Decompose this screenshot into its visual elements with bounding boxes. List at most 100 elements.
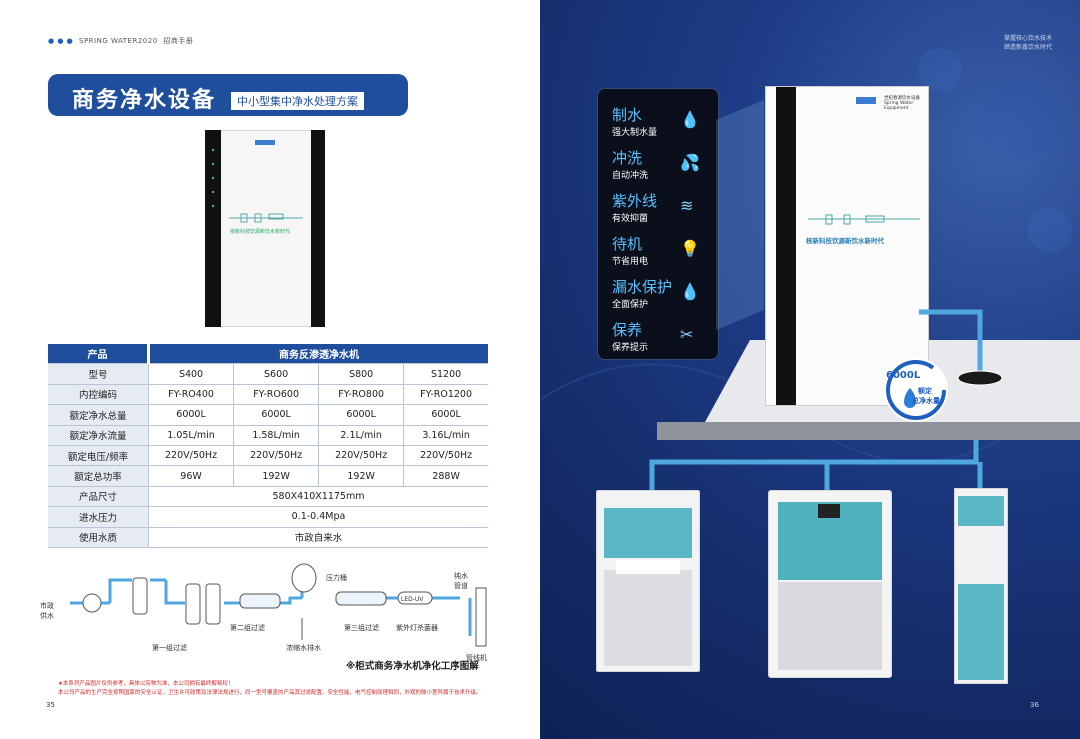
machine-panel-text: 核新科技饮源新饮水新时代	[806, 237, 884, 245]
row-label: 进水压力	[48, 506, 149, 528]
unit-control-strip	[776, 87, 796, 405]
page-subtitle: 中小型集中净水处理方案	[230, 91, 365, 111]
row-value: 2.1L/min	[318, 425, 404, 446]
row-value: 96W	[147, 465, 234, 487]
row-label: 使用水质	[48, 527, 149, 548]
unit-panel-text: 核新科技饮源新饮水新时代	[230, 229, 291, 235]
head-model-group: 商务反渗透净水机	[148, 344, 488, 365]
flow-inlet-label-2: 供水	[40, 611, 54, 620]
dispenser-1-image	[596, 490, 700, 672]
row-label: 额定净水流量	[48, 425, 149, 446]
flow-line-label: 管线机	[466, 653, 487, 662]
row-label: 额定净水总量	[48, 404, 149, 426]
dispenser-2-image	[768, 490, 892, 678]
refresh-ring-icon	[886, 360, 946, 420]
row-value: 192W	[318, 465, 404, 487]
counter-edge	[657, 422, 1080, 440]
row-label: 额定电压/频率	[48, 445, 149, 467]
feature-desc: 全面保护	[612, 300, 649, 310]
feature-item: 紫外线有效抑菌	[612, 190, 657, 224]
left-page: ● ● ● SPRING WATER2020 招商手册 商务净水设备 中小型集中…	[40, 36, 488, 709]
bubble-background	[540, 48, 1080, 463]
feature-item: 制水强大制水量	[612, 104, 657, 138]
flow-drain-label: 浓缩水排水	[286, 643, 321, 652]
row-value: 220V/50Hz	[403, 445, 488, 467]
row-value: 6000L	[403, 404, 488, 426]
row-value: 288W	[403, 465, 488, 487]
row-value: FY-RO600	[233, 384, 319, 406]
row-label: 型号	[48, 363, 149, 385]
row-value: 220V/50Hz	[147, 445, 234, 467]
table-head: 产品 商务反渗透净水机	[48, 344, 488, 365]
row-value: S1200	[403, 363, 488, 385]
feature-title: 保养	[612, 321, 643, 339]
flow-pure-label: 纯水	[454, 571, 468, 580]
brand-logo	[856, 97, 876, 104]
rinse-icon: 💦	[680, 153, 700, 172]
feature-panel	[597, 88, 719, 360]
bulb-icon: 💡	[680, 239, 700, 258]
flow-tank-label: 压力桶	[326, 573, 347, 582]
feature-item: 漏水保护全面保护	[612, 276, 672, 310]
capacity-badge: 6000L 额定 总净水量	[884, 358, 948, 422]
feature-title: 紫外线	[612, 192, 658, 210]
page-number-left: 35	[46, 701, 55, 709]
dispenser-3-image	[954, 488, 1008, 684]
feature-desc: 保养提示	[612, 343, 649, 353]
row-value: 580X410X1175mm	[148, 486, 488, 508]
feature-item: 冲洗自动冲洗	[612, 147, 648, 181]
flow-pure-label-2: 管道	[454, 581, 468, 590]
badge-value: 6000L	[886, 370, 921, 381]
flow-stage1-label: 第一组过滤	[152, 643, 187, 652]
tools-icon: ✂	[680, 325, 694, 344]
row-label: 产品尺寸	[48, 486, 149, 508]
drop-dots-icon: ● ● ●	[48, 37, 74, 45]
row-value: 220V/50Hz	[318, 445, 404, 467]
commercial-unit-image	[205, 130, 325, 327]
row-value: 220V/50Hz	[233, 445, 319, 467]
row-value: FY-RO400	[147, 384, 234, 406]
leak-icon: 💧	[680, 282, 700, 301]
row-value: 6000L	[233, 404, 319, 426]
flow-uv-label: 紫外灯杀菌器	[396, 623, 438, 632]
page-title: 商务净水设备	[72, 88, 217, 113]
uv-lamp-icon: ≋	[680, 196, 694, 215]
flow-inlet-label: 市政	[40, 601, 54, 610]
row-label: 额定总功率	[48, 465, 149, 487]
feature-item: 待机节省用电	[612, 233, 648, 267]
feature-desc: 节省用电	[612, 257, 649, 267]
page-number-right: 36	[1030, 701, 1039, 709]
row-value: 1.58L/min	[233, 425, 319, 446]
row-value: 市政自来水	[148, 527, 488, 548]
purification-flow-diagram: 市政 供水 第一组过滤 压力桶 第二组过滤 浓缩水排水 第三组过滤 LED-UV…	[40, 563, 487, 662]
row-value: S400	[147, 363, 234, 385]
row-label: 内控编码	[48, 384, 149, 406]
flow-stage2-label: 第二组过滤	[230, 623, 265, 632]
page-header: ● ● ● SPRING WATER2020 招商手册	[48, 36, 193, 46]
flow-uv-text: LED-UV	[401, 596, 424, 603]
row-value: 0.1-0.4Mpa	[148, 506, 488, 528]
table-row: 使用水质市政自来水	[48, 527, 488, 548]
feature-desc: 强大制水量	[612, 128, 658, 138]
feature-desc: 自动冲洗	[612, 171, 649, 181]
feature-title: 制水	[612, 106, 643, 124]
feature-title: 待机	[612, 235, 643, 253]
note-line-1: ★本系列产品图片仅供参考，具体以实物为准，本公司拥有最终解释权！	[58, 681, 234, 687]
tagline-line-1: 掌握核心饮水技术	[1003, 35, 1052, 42]
row-value: 6000L	[318, 404, 404, 426]
row-value: S800	[318, 363, 404, 385]
head-product: 产品	[48, 344, 150, 365]
book-text: 招商手册	[163, 37, 194, 45]
flow-caption: ※柜式商务净水机净化工序图解	[346, 661, 479, 672]
